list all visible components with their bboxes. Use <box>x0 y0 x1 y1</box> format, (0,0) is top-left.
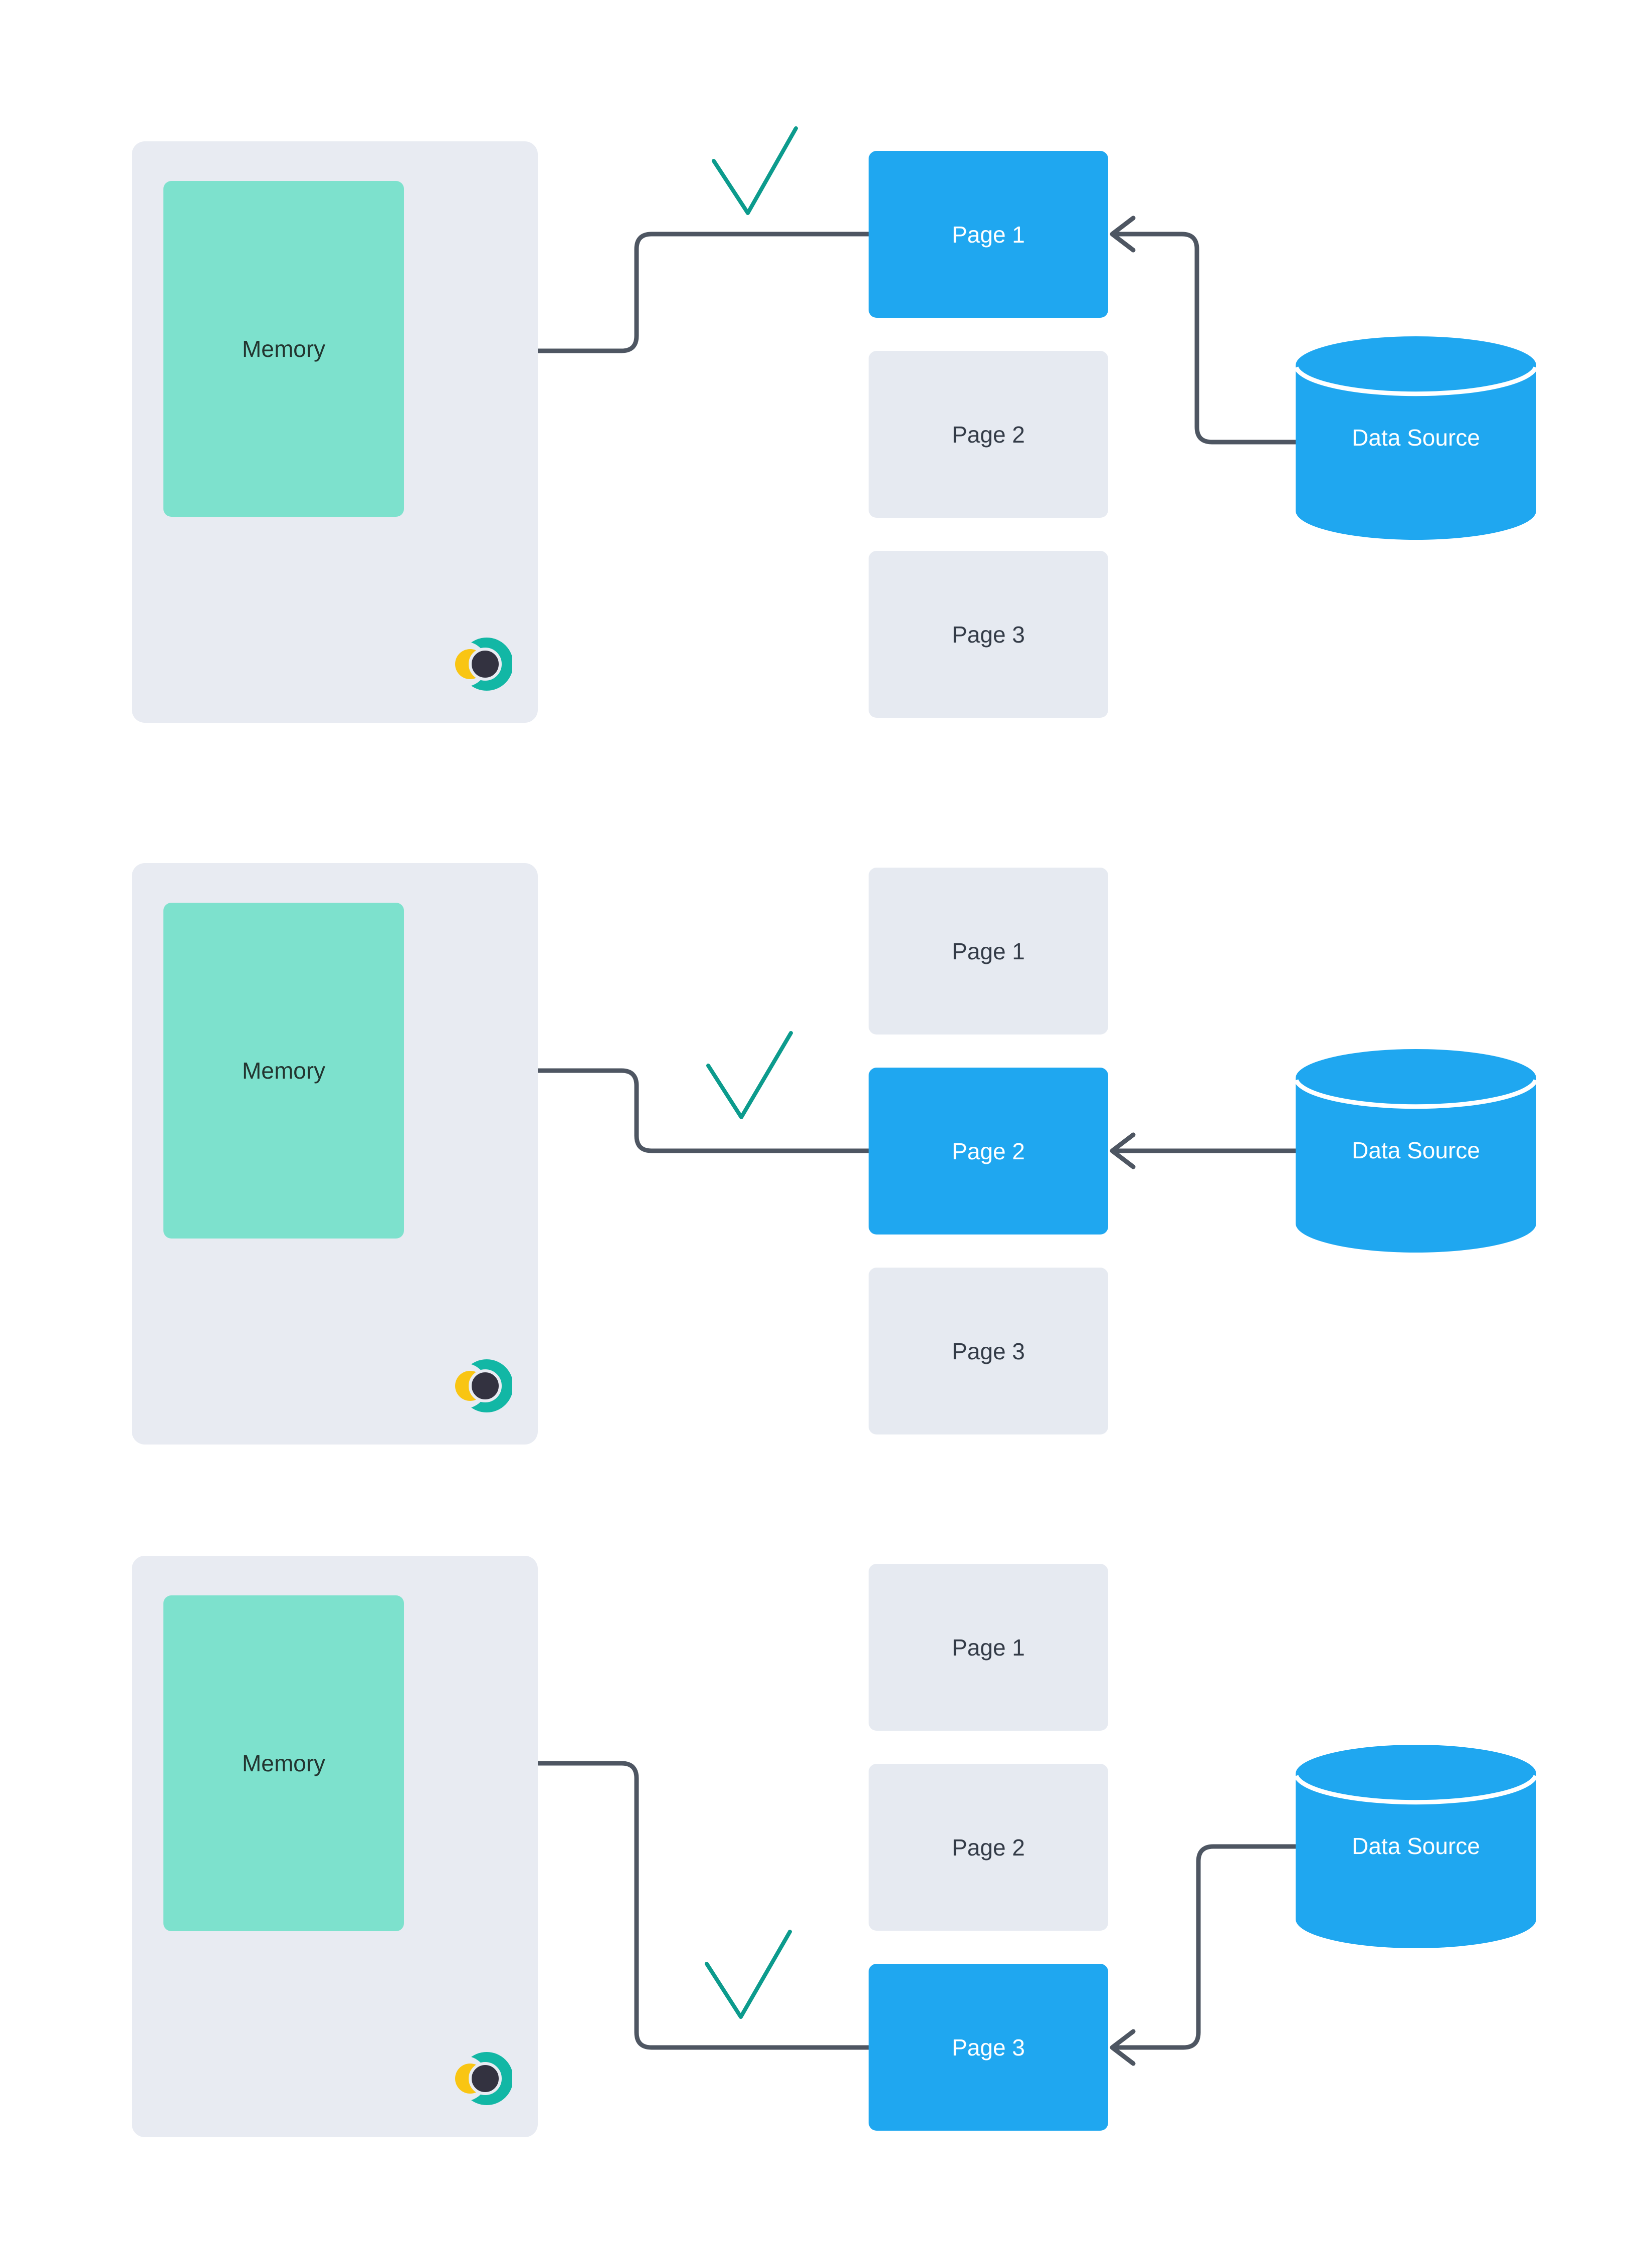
page-box-1: Page 1 <box>869 868 1108 1035</box>
datasource-label: Data Source <box>1352 425 1480 451</box>
cylinder-shape-icon <box>1296 1049 1536 1253</box>
memory-container: Memory <box>132 863 538 1445</box>
page-label: Page 2 <box>952 1138 1025 1164</box>
datasource-label: Data Source <box>1352 1137 1480 1163</box>
memory-label: Memory <box>242 1058 326 1084</box>
datasource-cylinder: Data Source <box>1296 1049 1536 1253</box>
page-label: Page 1 <box>952 221 1025 248</box>
page-box-2: Page 2 <box>869 351 1108 518</box>
memory-container: Memory <box>132 141 538 723</box>
arrow-datasource-to-page1 <box>1110 216 1298 445</box>
memory-label: Memory <box>242 1750 326 1776</box>
page-box-3: Page 3 <box>869 1268 1108 1434</box>
brand-logo-icon <box>455 1359 512 1412</box>
diagram-row-1: Memory Page 1 Page 2 Page 3 Data Source <box>132 126 1561 753</box>
datasource-cylinder: Data Source <box>1296 336 1536 540</box>
page-label: Page 3 <box>952 1338 1025 1364</box>
memory-container: Memory <box>132 1556 538 2137</box>
memory-box: Memory <box>163 1595 404 1931</box>
brand-logo-icon <box>455 2052 512 2105</box>
page-box-3: Page 3 <box>869 1964 1108 2131</box>
memory-label: Memory <box>242 336 326 362</box>
page-box-3: Page 3 <box>869 551 1108 718</box>
arrowhead-into-page3 <box>1110 2029 1136 2066</box>
checkmark-icon <box>706 1031 793 1119</box>
datasource-label: Data Source <box>1352 1833 1480 1859</box>
page-box-2: Page 2 <box>869 1764 1108 1931</box>
page-box-1: Page 1 <box>869 151 1108 318</box>
page-label: Page 1 <box>952 1634 1025 1661</box>
arrow-datasource-to-page2 <box>1110 1132 1298 1169</box>
diagram-row-2: Memory Page 1 Page 2 Page 3 Data Source <box>132 863 1561 1475</box>
arrowhead-into-page1 <box>1110 216 1136 253</box>
diagram-row-3: Memory Page 1 Page 2 Page 3 Data Source <box>132 1556 1561 2167</box>
checkmark-icon <box>705 1930 792 2019</box>
page-label: Page 2 <box>952 1834 1025 1861</box>
cylinder-shape-icon <box>1296 1745 1536 1948</box>
memory-box: Memory <box>163 903 404 1239</box>
page-box-1: Page 1 <box>869 1564 1108 1731</box>
brand-logo-icon <box>455 638 512 691</box>
logo-dark-circle <box>469 1369 502 1402</box>
datasource-cylinder: Data Source <box>1296 1745 1536 1948</box>
logo-dark-circle <box>469 648 502 681</box>
page-label: Page 1 <box>952 938 1025 964</box>
cylinder-shape-icon <box>1296 336 1536 540</box>
memory-box: Memory <box>163 181 404 517</box>
page-label: Page 3 <box>952 2034 1025 2061</box>
arrow-datasource-to-page3 <box>1110 1844 1298 2066</box>
page-label: Page 3 <box>952 621 1025 648</box>
arrowhead-into-page2 <box>1110 1132 1136 1169</box>
checkmark-icon <box>712 126 798 215</box>
page-label: Page 2 <box>952 421 1025 448</box>
page-box-2: Page 2 <box>869 1068 1108 1235</box>
logo-dark-circle <box>469 2062 502 2095</box>
